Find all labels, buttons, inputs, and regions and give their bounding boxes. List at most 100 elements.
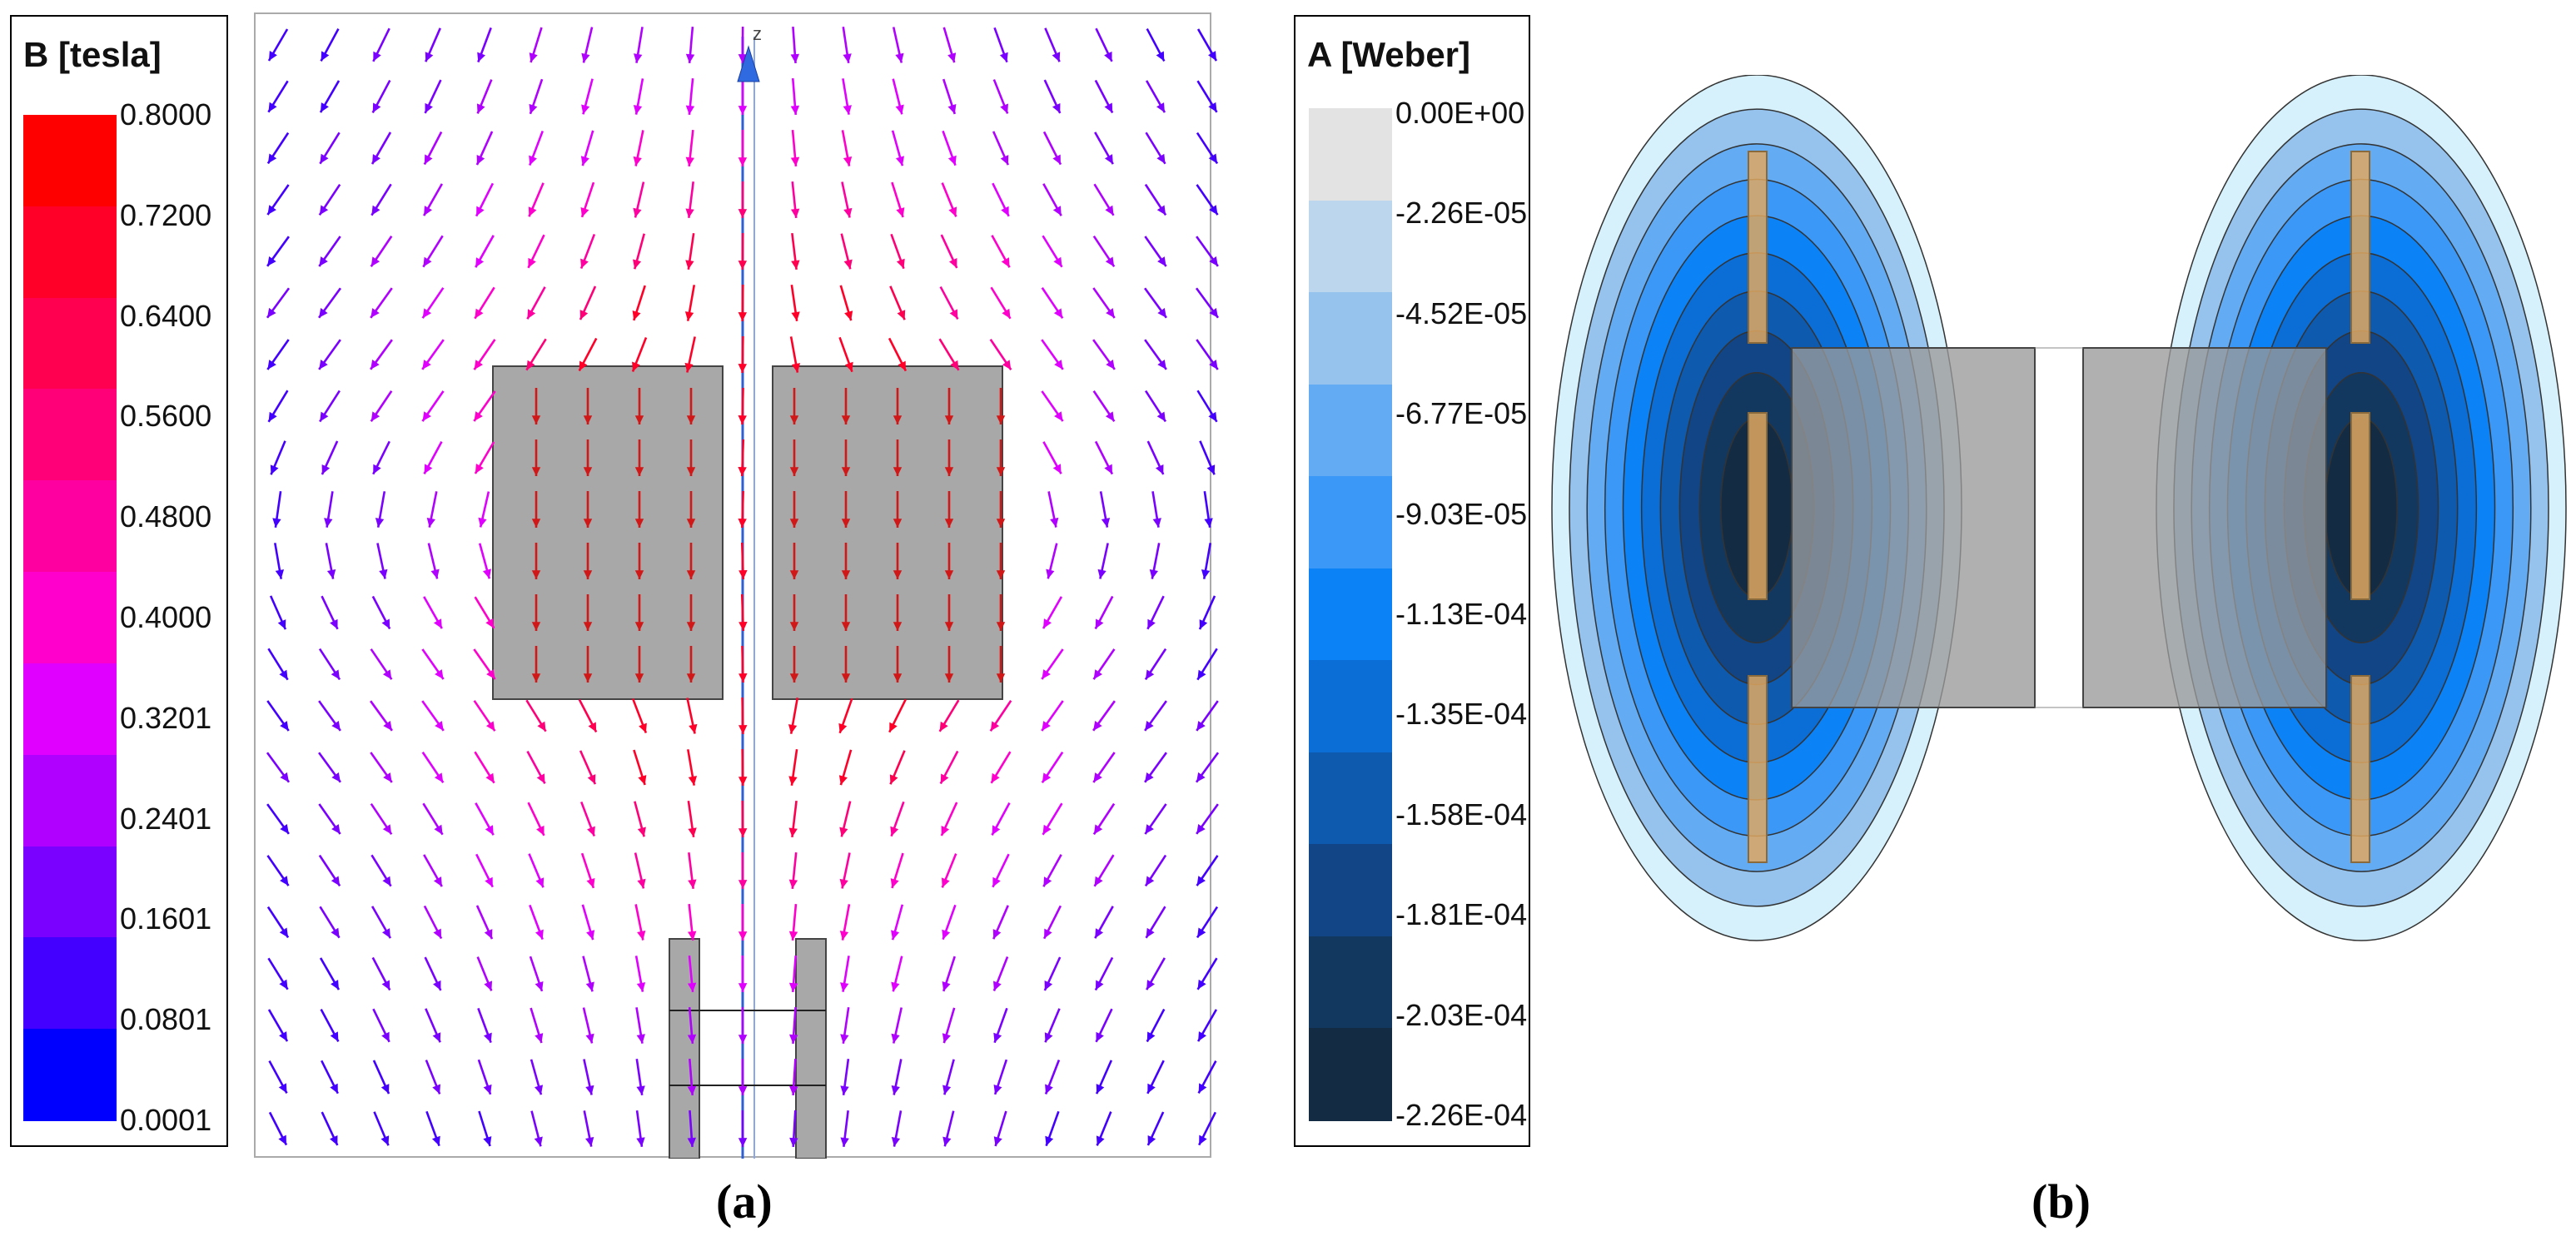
field-vector-arrowhead xyxy=(738,1086,748,1095)
field-vector-arrowhead xyxy=(279,669,288,680)
field-vector-arrowhead xyxy=(534,1136,543,1147)
a-potential-tick-label: -9.03E-05 xyxy=(1395,496,1528,531)
field-vector-arrowhead xyxy=(942,1085,952,1095)
field-vector-arrowhead xyxy=(838,722,848,733)
field-vector-arrowhead xyxy=(477,52,485,62)
field-vector-arrowhead xyxy=(992,825,1001,836)
field-vector-arrowhead xyxy=(738,54,748,63)
field-vector-arrowhead xyxy=(686,622,696,631)
field-vector-arrowhead xyxy=(379,568,388,579)
field-vector-arrowhead xyxy=(687,1034,697,1044)
field-vector-arrowhead xyxy=(583,673,593,683)
field-vector-arrowhead xyxy=(893,415,903,424)
a-potential-tick-label: -2.03E-04 xyxy=(1395,997,1528,1032)
field-vector-arrowhead xyxy=(738,1138,748,1147)
field-vector-arrowhead xyxy=(993,1085,1002,1095)
field-vector-arrowhead xyxy=(1145,772,1154,782)
field-vector-arrowhead xyxy=(267,205,276,216)
field-vector-arrowhead xyxy=(433,928,442,939)
field-vector-arrowhead xyxy=(432,1084,440,1095)
field-vector-arrowhead xyxy=(329,1134,338,1145)
field-vector-arrowhead xyxy=(685,105,695,115)
field-vector-arrowhead xyxy=(1152,518,1161,528)
a-potential-tick-label: -1.81E-04 xyxy=(1395,897,1528,932)
field-vector-arrowhead xyxy=(531,415,541,424)
field-vector-arrowhead xyxy=(893,622,903,631)
b-field-swatch xyxy=(23,115,117,207)
field-vector-arrowhead xyxy=(425,52,434,62)
field-vector-arrowhead xyxy=(1157,307,1166,318)
field-vector-arrowhead xyxy=(382,669,392,680)
field-vector-arrowhead xyxy=(381,980,390,990)
field-vector-arrowhead xyxy=(790,105,800,115)
field-vector-arrowhead xyxy=(789,1137,798,1147)
field-vector-arrowhead xyxy=(380,1084,390,1095)
field-vector-arrowhead xyxy=(1001,206,1009,216)
field-vector-arrowhead xyxy=(279,927,289,938)
field-vector-arrowhead xyxy=(686,467,696,476)
field-vector-arrowhead xyxy=(331,669,341,680)
field-vector-arrowhead xyxy=(889,722,898,732)
field-vector-arrowhead xyxy=(1093,669,1102,680)
field-vector-arrowhead xyxy=(996,673,1006,683)
field-vector-arrowhead xyxy=(685,208,694,218)
a-potential-swatch xyxy=(1309,200,1392,294)
b-field-swatch xyxy=(23,206,117,299)
field-vector-arrowhead xyxy=(688,879,697,889)
field-vector-arrowhead xyxy=(433,980,441,990)
b-field-swatch xyxy=(23,754,117,847)
field-vector-arrowhead xyxy=(950,360,959,370)
field-vector-arrowhead xyxy=(1001,257,1010,268)
a-potential-swatch xyxy=(1309,108,1392,201)
field-vector-arrowhead xyxy=(738,931,748,941)
field-vector-arrowhead xyxy=(686,415,696,424)
field-vector-arrowhead xyxy=(319,205,329,216)
field-vector-arrowhead xyxy=(579,360,588,371)
field-vector-arrowhead xyxy=(478,517,487,528)
field-vector-arrowhead xyxy=(268,411,277,422)
field-vector-arrowhead xyxy=(331,721,341,731)
field-vector-arrowhead xyxy=(1156,153,1166,164)
field-vector-arrowhead xyxy=(895,156,905,166)
field-vector-arrowhead xyxy=(1157,360,1166,370)
field-vector-arrowhead xyxy=(687,982,697,992)
field-vector-arrowhead xyxy=(1042,824,1052,835)
field-vector-arrowhead xyxy=(580,156,589,166)
field-vector-arrowhead xyxy=(948,257,957,268)
field-vector-arrowhead xyxy=(1052,464,1062,474)
field-vector-arrowhead xyxy=(841,622,851,631)
field-vector-arrowhead xyxy=(634,467,644,476)
a-potential-tick-label: -2.26E-05 xyxy=(1395,196,1528,231)
field-vector-arrowhead xyxy=(382,876,391,886)
field-vector-arrowhead xyxy=(944,519,954,528)
field-vector-arrowhead xyxy=(634,622,644,631)
field-vector-arrowhead xyxy=(898,360,906,371)
field-vector-arrowhead xyxy=(940,773,949,784)
field-vector-arrowhead xyxy=(689,723,698,734)
field-vector-arrowhead xyxy=(738,828,748,837)
field-vector-arrowhead xyxy=(476,206,485,216)
field-vector-arrowhead xyxy=(996,519,1006,528)
field-vector-arrowhead xyxy=(476,155,485,166)
field-vector-arrowhead xyxy=(636,982,646,992)
a-potential-swatch xyxy=(1309,936,1392,1030)
field-vector-arrowhead xyxy=(485,721,495,732)
field-vector-arrowhead xyxy=(839,827,848,837)
b-field-tick-label: 0.4000 xyxy=(120,600,212,634)
field-vector-arrowhead xyxy=(1208,411,1217,422)
field-vector-arrowhead xyxy=(1204,518,1213,528)
a-potential-swatch xyxy=(1309,384,1392,478)
field-vector-arrowhead xyxy=(636,1137,645,1147)
field-vector-arrowhead xyxy=(324,518,333,528)
field-vector-arrowhead xyxy=(789,1034,798,1044)
field-vector-arrowhead xyxy=(1208,102,1217,112)
field-vector-arrowhead xyxy=(422,308,432,319)
field-vector-arrowhead xyxy=(370,411,380,422)
field-vector-arrowhead xyxy=(268,51,277,62)
a-potential-tick-label: -6.77E-05 xyxy=(1395,396,1528,431)
field-vector-arrowhead xyxy=(791,260,800,270)
field-vector-arrowhead xyxy=(788,879,798,889)
field-vector-arrowhead xyxy=(475,308,484,319)
field-vector-arrowhead xyxy=(373,51,381,62)
field-vector-arrowhead xyxy=(267,360,276,370)
